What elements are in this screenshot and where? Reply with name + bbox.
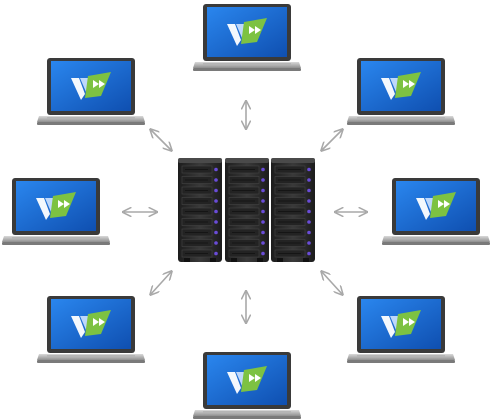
conn-upper-right-double-arrow-icon xyxy=(322,130,342,150)
server-unit xyxy=(225,158,269,262)
server-led xyxy=(307,220,311,224)
app-logo-icon xyxy=(71,72,111,100)
server-led xyxy=(214,230,218,235)
server-led xyxy=(261,188,265,193)
server-led xyxy=(307,241,311,245)
laptop-lower-right[interactable] xyxy=(347,296,455,363)
app-logo-icon xyxy=(227,18,267,46)
server-led xyxy=(214,178,218,182)
server-led xyxy=(307,251,311,256)
app-logo-icon xyxy=(227,366,267,394)
server-led xyxy=(261,220,265,224)
conn-lower-right-double-arrow-icon xyxy=(322,272,342,294)
server-led xyxy=(261,241,265,245)
server-led xyxy=(261,167,265,172)
laptop-lower-left[interactable] xyxy=(37,296,145,363)
server-led xyxy=(307,209,311,214)
server-led xyxy=(214,209,218,214)
server-led xyxy=(214,188,218,193)
server-led xyxy=(214,167,218,172)
laptop-bottom[interactable] xyxy=(193,352,301,419)
laptop-left[interactable] xyxy=(2,178,110,245)
server-led xyxy=(214,251,218,256)
conn-lower-left-double-arrow-icon xyxy=(151,272,171,294)
server-led xyxy=(307,199,311,203)
laptop-right[interactable] xyxy=(382,178,490,245)
app-logo-icon xyxy=(381,310,421,338)
server-rack-icon[interactable] xyxy=(178,158,315,262)
connections-layer xyxy=(124,102,366,322)
server-led xyxy=(307,178,311,182)
server-led xyxy=(214,241,218,245)
laptop-upper-right[interactable] xyxy=(347,58,455,125)
app-logo-icon xyxy=(416,192,456,220)
server-led xyxy=(307,230,311,235)
server-led xyxy=(214,220,218,224)
conn-upper-left-double-arrow-icon xyxy=(151,130,171,150)
clients-layer xyxy=(2,4,490,419)
laptop-upper-left[interactable] xyxy=(37,58,145,125)
server-led xyxy=(261,251,265,256)
server-led xyxy=(307,188,311,193)
server-unit xyxy=(271,158,315,262)
laptop-top[interactable] xyxy=(193,4,301,71)
app-logo-icon xyxy=(36,192,76,220)
server-led xyxy=(214,199,218,203)
server-unit xyxy=(178,158,222,262)
app-logo-icon xyxy=(381,72,421,100)
app-logo-icon xyxy=(71,310,111,338)
server-led xyxy=(261,209,265,214)
server-led xyxy=(261,230,265,235)
server-led xyxy=(261,178,265,182)
server-led xyxy=(261,199,265,203)
server-led xyxy=(307,167,311,172)
